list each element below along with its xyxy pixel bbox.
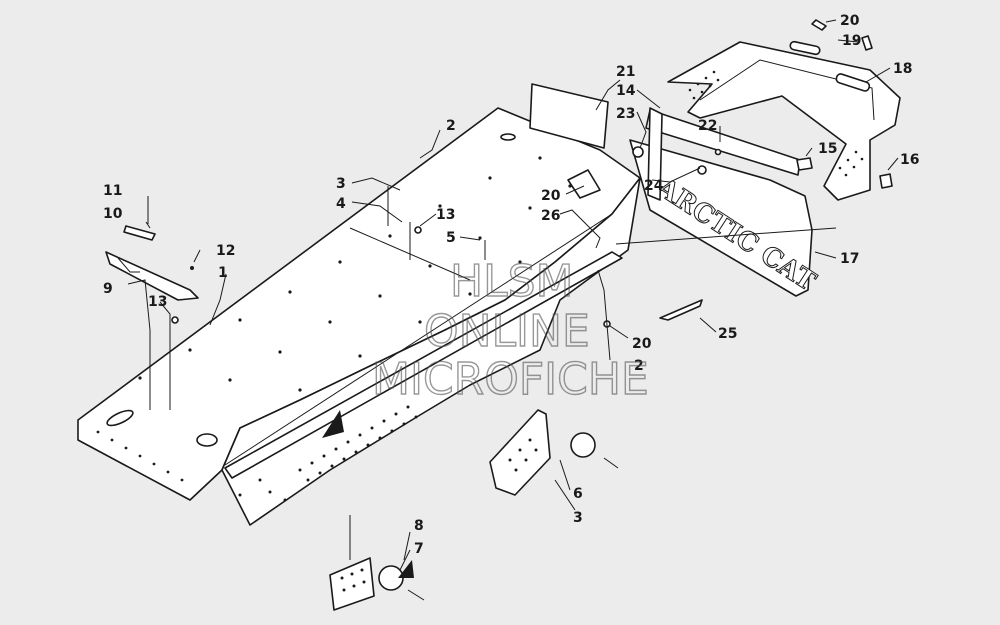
fastener-16 xyxy=(879,173,893,189)
callout-20c: 20 xyxy=(632,336,652,352)
tunnel-round-hole xyxy=(196,433,218,447)
callout-17: 17 xyxy=(840,251,859,267)
callout-2: 2 xyxy=(446,118,456,134)
nut-24 xyxy=(697,165,707,175)
callout-25: 25 xyxy=(718,326,737,342)
callout-20b: 20 xyxy=(840,13,860,29)
callout-5: 5 xyxy=(446,230,456,246)
callout-26: 26 xyxy=(541,208,560,224)
trim-piece-25 xyxy=(659,299,703,321)
fastener-12 xyxy=(190,266,194,270)
watermark-line1: HLSM xyxy=(450,256,574,307)
rear-bumper xyxy=(667,40,901,201)
hitch-strap-9 xyxy=(105,251,199,301)
tunnel-crease xyxy=(224,213,613,466)
rivet-13-left xyxy=(171,316,179,324)
callout-3a: 3 xyxy=(336,176,346,192)
callout-8: 8 xyxy=(414,518,424,534)
side-plate-6-holes xyxy=(508,438,538,472)
decal-panel xyxy=(529,83,609,149)
callout-11: 11 xyxy=(103,183,122,199)
rivet-13-center xyxy=(414,226,422,234)
callout-24: 24 xyxy=(644,178,664,194)
tunnel-side-perforations xyxy=(238,405,418,502)
callout-13a: 13 xyxy=(436,207,455,223)
bumper-grip-slot-right xyxy=(835,73,871,92)
callout-13b: 13 xyxy=(148,294,167,310)
callout-4: 4 xyxy=(336,196,346,212)
watermark-line3: MICROFICHE xyxy=(372,354,649,405)
callout-20a: 20 xyxy=(541,188,561,204)
tunnel-slot xyxy=(106,409,134,427)
bracket-20 xyxy=(567,169,601,199)
callout-23: 23 xyxy=(616,106,635,122)
washer-6 xyxy=(570,432,596,458)
screw-19 xyxy=(861,35,873,51)
nut-clip-15 xyxy=(796,157,813,171)
leader-lines xyxy=(127,19,899,571)
rivet-22 xyxy=(714,148,722,156)
tunnel-hole-pattern xyxy=(96,156,572,482)
bumper-inner-edge xyxy=(699,59,875,121)
tunnel-rear-edge xyxy=(77,420,223,501)
callout-22: 22 xyxy=(698,118,717,134)
callout-18: 18 xyxy=(893,61,912,77)
direction-arrow-lower xyxy=(398,560,414,578)
callout-10: 10 xyxy=(103,206,123,222)
direction-arrow-mark xyxy=(322,410,344,438)
callout-21: 21 xyxy=(616,64,635,80)
callout-15: 15 xyxy=(818,141,837,157)
callout-3b: 3 xyxy=(573,510,583,526)
callout-1: 1 xyxy=(218,265,228,281)
callout-16: 16 xyxy=(900,152,919,168)
screw-20-bumper xyxy=(811,19,827,31)
callout-6: 6 xyxy=(573,486,583,502)
washer-23 xyxy=(632,146,644,158)
callout-12: 12 xyxy=(216,243,235,259)
bumper-grip-slot-left xyxy=(789,40,821,56)
bolt-6 xyxy=(603,457,619,469)
side-plate-8 xyxy=(329,557,375,611)
callout-numbers: 1 2 3 4 13 5 11 10 12 9 13 20 26 21 14 2… xyxy=(103,13,919,557)
tunnel-side-panel xyxy=(221,177,641,526)
callout-14: 14 xyxy=(616,83,636,99)
bumper-perforations xyxy=(688,70,864,177)
callout-2b: 2 xyxy=(634,358,644,374)
bolt-7 xyxy=(407,589,425,601)
side-plate-8-holes xyxy=(340,568,366,592)
tunnel-rail xyxy=(224,251,623,479)
callout-9: 9 xyxy=(103,281,113,297)
flap-mount-plate xyxy=(647,107,663,201)
watermark: HLSM ONLINE MICROFICHE xyxy=(371,255,649,405)
callout-7: 7 xyxy=(414,541,424,557)
watermark-line2: ONLINE xyxy=(424,306,590,357)
side-plate-6 xyxy=(489,409,551,496)
tunnel-top-slot xyxy=(500,133,516,141)
tunnel-assembly xyxy=(77,107,641,526)
callout-19: 19 xyxy=(842,33,861,49)
hitch-strap-fold xyxy=(117,257,140,273)
pad-10 xyxy=(123,225,156,241)
flap-mount-bracket xyxy=(645,109,801,176)
